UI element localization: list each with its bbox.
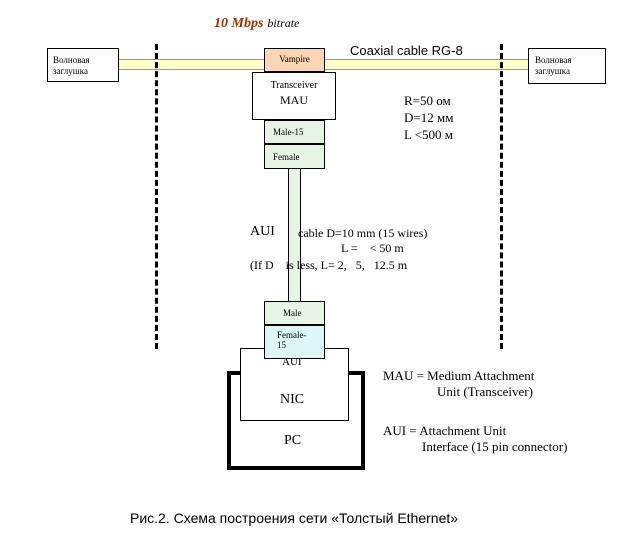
coax-parameters: R=50 ом D=12 мм L <500 м: [404, 92, 453, 143]
segment-boundary-left: [155, 44, 158, 349]
bitrate-value: 10 Mbps: [214, 16, 264, 31]
coax-param-r: R=50 ом: [404, 93, 451, 108]
legend: MAU = Medium Attachment Unit (Transceive…: [383, 368, 567, 455]
figure-caption: Рис.2. Схема построения сети «Толстый Et…: [130, 510, 459, 526]
pc-label: PC: [284, 433, 302, 448]
aui-cable-spec-3: (If D is less, L= 2, 5, 12.5 m: [250, 258, 408, 272]
connector-male15-label: Male-15: [273, 127, 304, 137]
connector-female-label: Female: [273, 152, 300, 162]
transceiver-mau-label: MAU: [279, 93, 308, 107]
coaxial-cable-label: Coaxial cable RG-8: [350, 43, 463, 58]
aui-cable-label: AUI: [250, 224, 275, 239]
terminator-left-label: Волновая заглушка: [53, 55, 90, 76]
legend-mau-line2: Unit (Transceiver): [437, 384, 533, 399]
segment-boundary-right: [500, 44, 503, 349]
aui-cable: [288, 169, 301, 301]
nic-label: NIC: [280, 392, 305, 407]
coax-param-l: L <500 м: [404, 127, 454, 142]
legend-aui-line2: Interface (15 pin connector): [422, 439, 568, 454]
terminator-right: Волновая заглушка: [528, 48, 606, 84]
connector-male-label: Male: [283, 308, 302, 318]
vampire-label: Vampire: [279, 54, 310, 64]
aui-cable-spec-2: L = < 50 m: [341, 241, 404, 255]
terminator-left: Волновая заглушка: [47, 48, 119, 82]
coax-param-d: D=12 мм: [404, 110, 454, 125]
vampire-tap: Vampire: [264, 48, 325, 72]
legend-aui-line1: AUI = Attachment Unit: [383, 423, 507, 438]
nic-aui-label: AUI: [282, 356, 302, 368]
bitrate-suffix: bitrate: [267, 16, 300, 30]
nic-card: [240, 348, 349, 421]
transceiver-label: Transceiver: [270, 80, 318, 91]
connector-female15-label: Female-15: [277, 330, 307, 350]
bitrate-title: 10 Mbps bitrate: [214, 14, 299, 32]
transceiver-mau: Transceiver MAU: [252, 72, 336, 120]
legend-mau-line1: MAU = Medium Attachment: [383, 368, 535, 383]
connector-female15: Female-15: [264, 325, 325, 359]
aui-cable-spec-1: cable D=10 mm (15 wires): [298, 226, 428, 240]
connector-male: Male: [264, 301, 325, 325]
connector-female: Female: [264, 144, 325, 169]
terminator-right-label: Волновая заглушка: [535, 55, 572, 76]
connector-male15: Male-15: [264, 120, 325, 144]
